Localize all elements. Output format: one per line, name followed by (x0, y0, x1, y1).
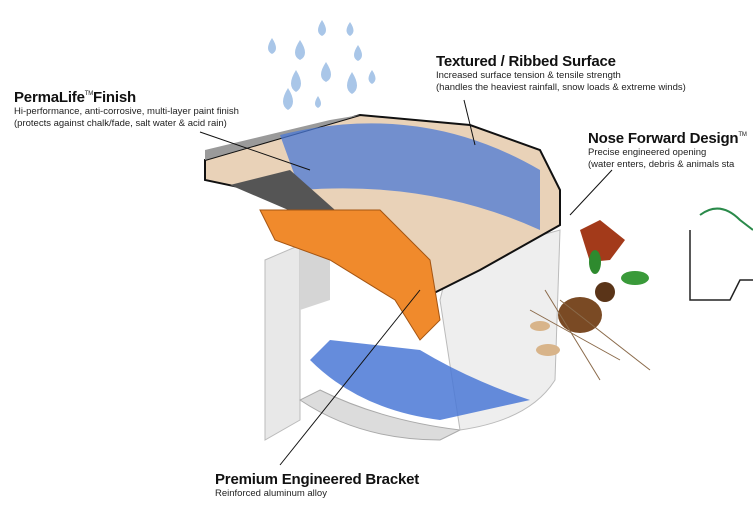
raindrops-icon (268, 20, 376, 110)
title-text: Nose Forward Design (588, 130, 739, 147)
callout-bracket: Premium Engineered Bracket Reinforced al… (215, 471, 419, 500)
nose-profile-inset (689, 207, 753, 301)
title-text: PermaLife (14, 89, 85, 106)
trademark: TM (738, 132, 747, 138)
debris-leaves-icon (529, 220, 651, 381)
guard-cover (204, 113, 561, 302)
callout-line: (protects against chalk/fade, salt water… (14, 118, 227, 129)
callout-line: (water enters, debris & animals sta (588, 159, 735, 170)
title-suffix: Finish (93, 89, 136, 106)
callout-line: (handles the heaviest rainfall, snow loa… (436, 82, 686, 93)
callout-line: Increased surface tension & tensile stre… (436, 70, 621, 81)
callout-nose-forward: Nose Forward DesignTM Precise engineered… (588, 130, 747, 171)
callout-line: Hi-performance, anti-corrosive, multi-la… (14, 106, 239, 117)
callout-title: Textured / Ribbed Surface (436, 53, 616, 70)
callout-line: Precise engineered opening (588, 147, 707, 158)
leader-lines (199, 99, 613, 466)
callout-title: PermaLifeTMFinish (14, 89, 239, 106)
callout-permalife-finish: PermaLifeTMFinish Hi-performance, anti-c… (14, 89, 239, 130)
callout-title: Nose Forward DesignTM (588, 130, 747, 147)
callout-line: Reinforced aluminum alloy (215, 488, 327, 499)
callout-title: Premium Engineered Bracket (215, 471, 420, 488)
bracket (259, 209, 441, 341)
trademark: TM (84, 91, 93, 97)
callout-textured-surface: Textured / Ribbed Surface Increased surf… (436, 53, 686, 94)
